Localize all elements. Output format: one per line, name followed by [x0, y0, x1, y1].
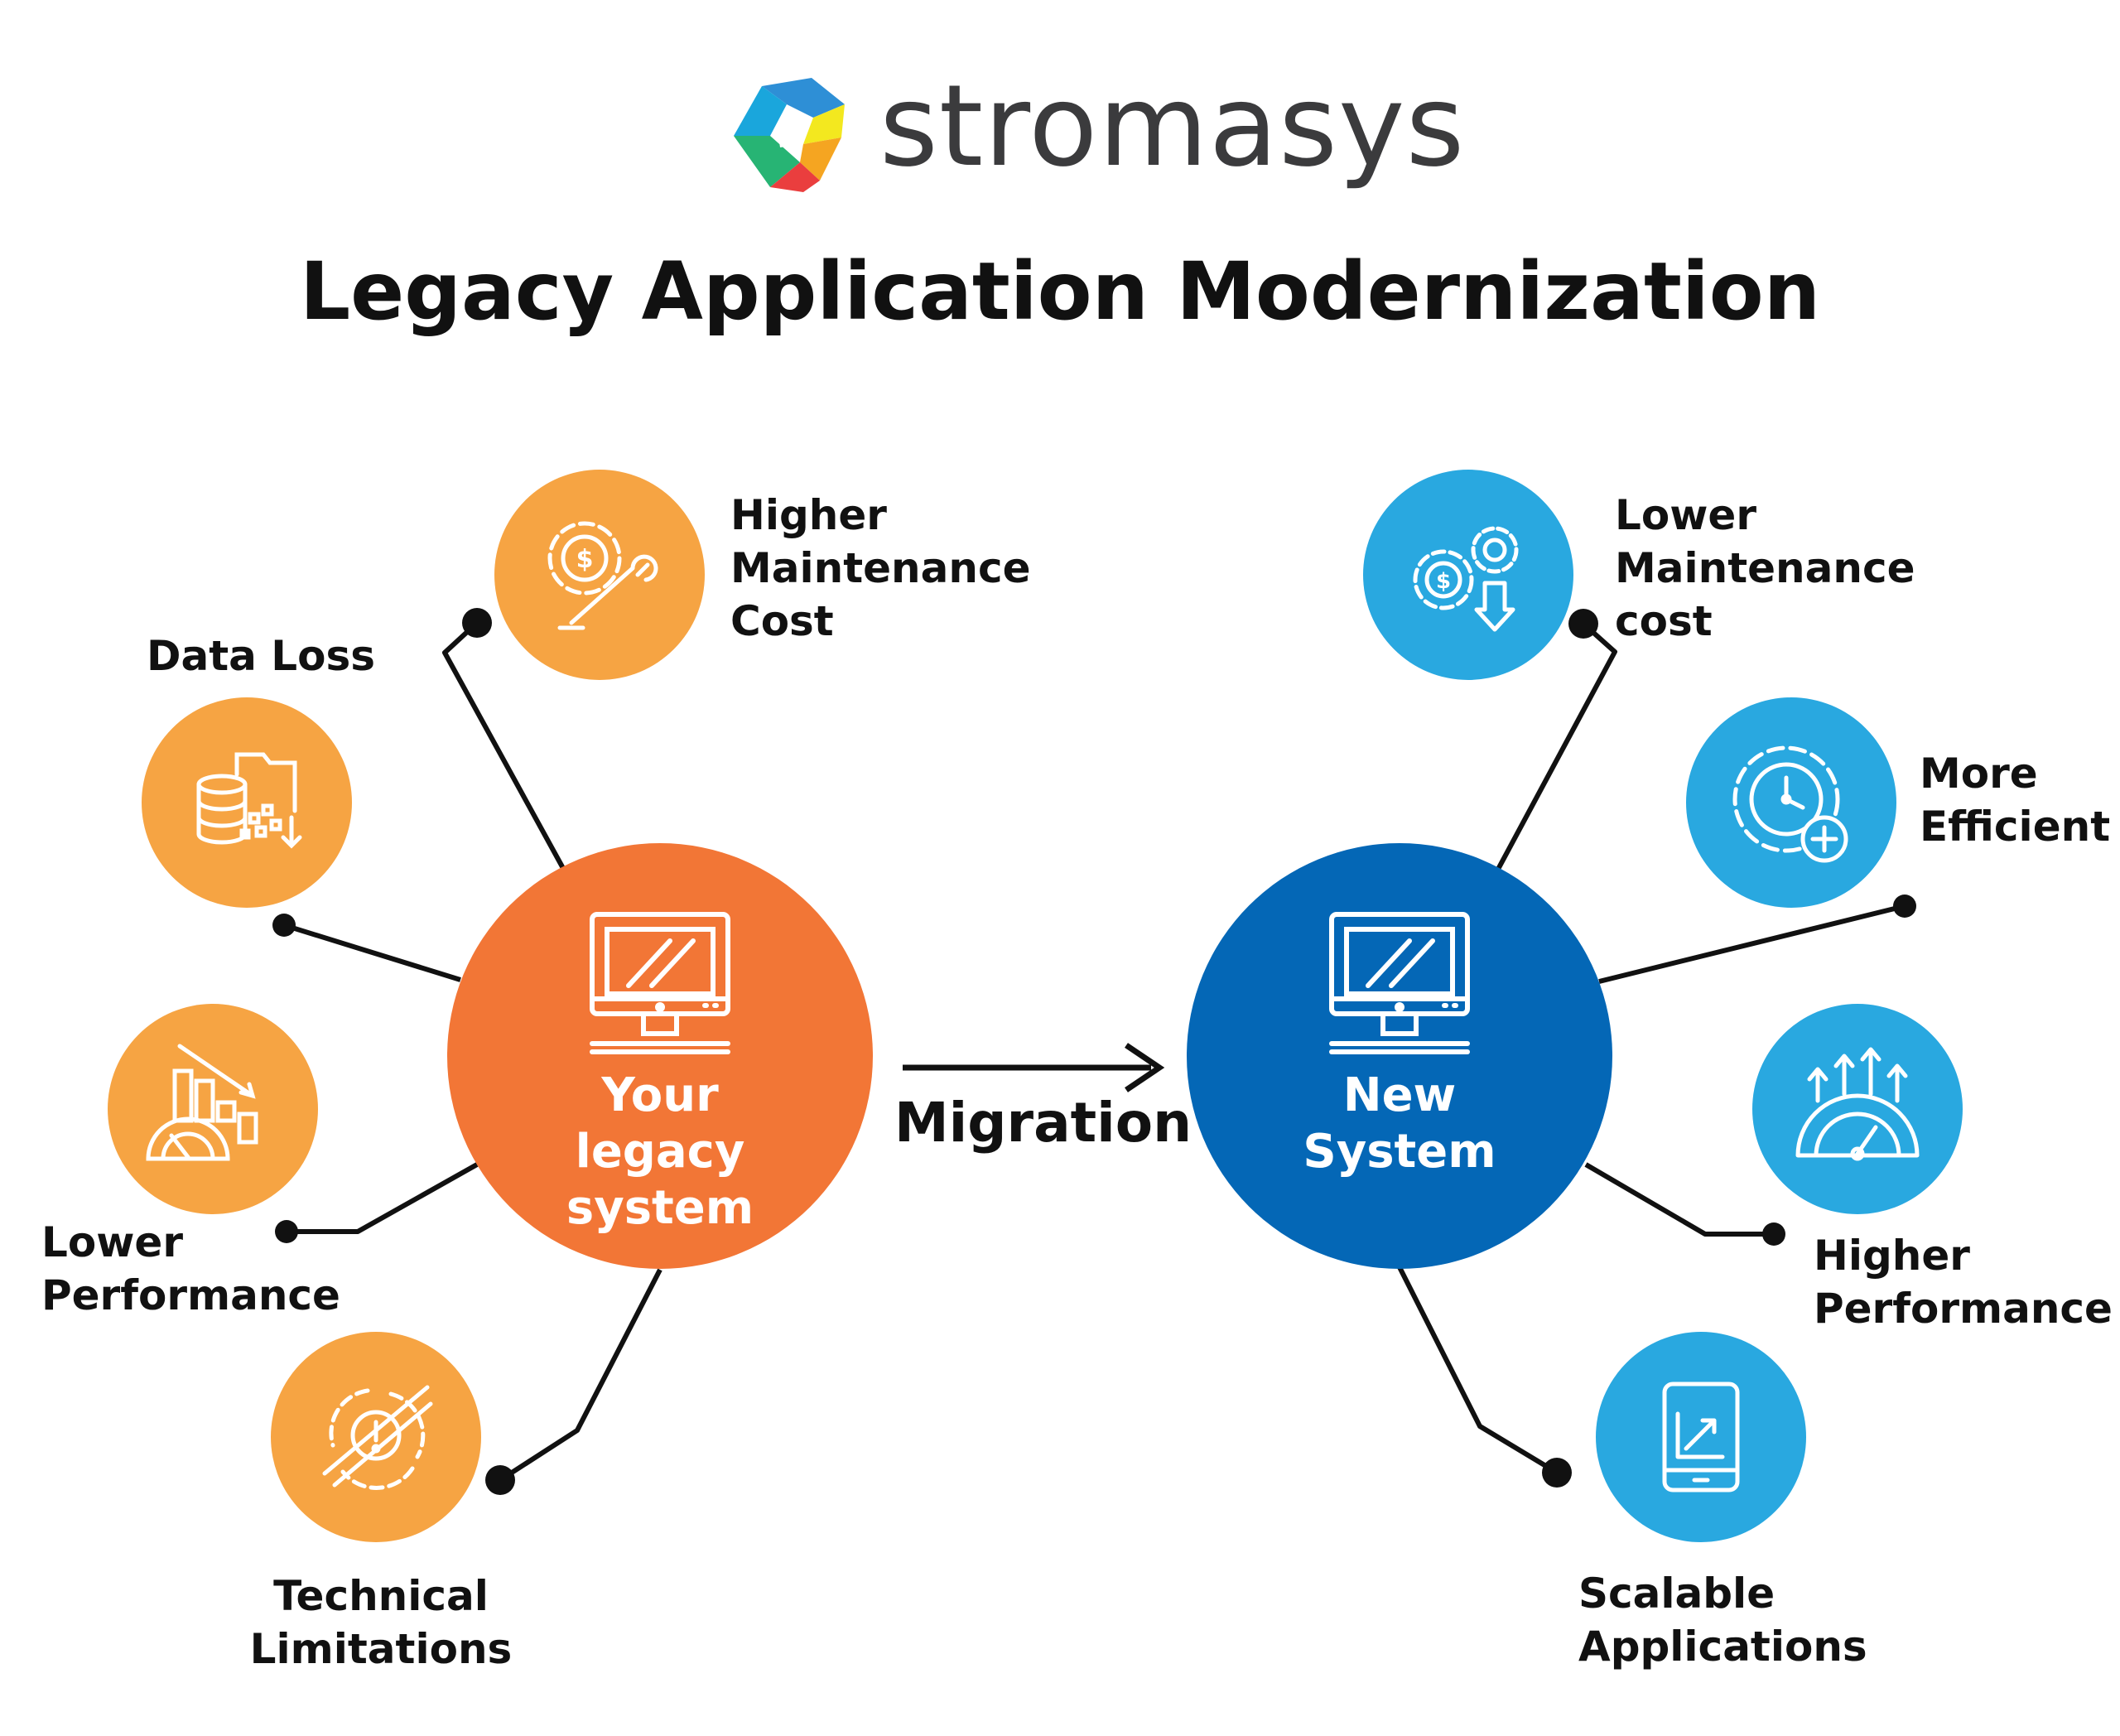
label-higher-performance: Higher Performance [1814, 1232, 2113, 1333]
stromasys-logo-icon [734, 78, 845, 192]
page-title: Legacy Application Modernization [299, 245, 1821, 338]
connector-dots [272, 608, 1916, 1495]
satellite-higher-maintenance-cost: $ [494, 470, 705, 680]
brand-name: stromasys [879, 61, 1466, 192]
satellite-higher-performance [1752, 1004, 1963, 1214]
satellite-lower-maintenance-cost: $ [1363, 470, 1573, 680]
monitor-icon [1329, 912, 1470, 1054]
svg-text:$: $ [576, 545, 594, 574]
svg-text:$: $ [1436, 569, 1451, 594]
gauge-rising-arrows-icon [1795, 1047, 1920, 1161]
label-scalable-applications: Scalable Applications [1578, 1570, 1867, 1671]
satellite-more-efficient [1686, 697, 1896, 908]
label-data-loss: Data Loss [147, 632, 376, 680]
satellite-scalable-applications [1596, 1332, 1806, 1542]
database-folder-loss-icon [196, 752, 302, 849]
new-system-label: New System [1303, 1068, 1496, 1179]
monitor-icon [590, 912, 730, 1054]
connector-scalable-applications [1397, 1266, 1559, 1475]
satellite-technical-limitations [271, 1332, 481, 1542]
label-technical-limitations: Technical Limitations [249, 1572, 513, 1673]
gear-dollar-wrench-icon: $ [547, 521, 658, 630]
label-higher-maintenance-cost: Higher Maintenance Cost [730, 491, 1031, 645]
tablet-growth-icon [1662, 1382, 1740, 1492]
connector-lower-performance [287, 1162, 479, 1234]
migration-arrow [903, 1043, 1165, 1092]
new-system-hub [1187, 843, 1612, 1269]
legacy-system-label: Your legacy system [566, 1068, 754, 1235]
label-more-efficient: More Efficient [1920, 750, 2111, 851]
connector-higher-performance [1584, 1162, 1774, 1237]
connector-more-efficient [1598, 904, 1906, 984]
gauge-declining-bars-icon [146, 1044, 258, 1161]
satellite-data-loss [142, 697, 352, 908]
broken-gear-warning-icon [322, 1385, 433, 1490]
satellite-lower-performance [108, 1004, 318, 1214]
migration-label: Migration [894, 1091, 1192, 1155]
gear-clock-plus-icon [1732, 745, 1848, 863]
legacy-system-hub [447, 843, 873, 1269]
gears-dollar-down-icon: $ [1413, 526, 1519, 632]
connector-technical-limitations [499, 1268, 662, 1483]
label-lower-maintenance-cost: Lower Maintenance cost [1615, 491, 1915, 645]
connector-data-loss [283, 923, 461, 982]
label-lower-performance: Lower Performance [41, 1218, 340, 1319]
